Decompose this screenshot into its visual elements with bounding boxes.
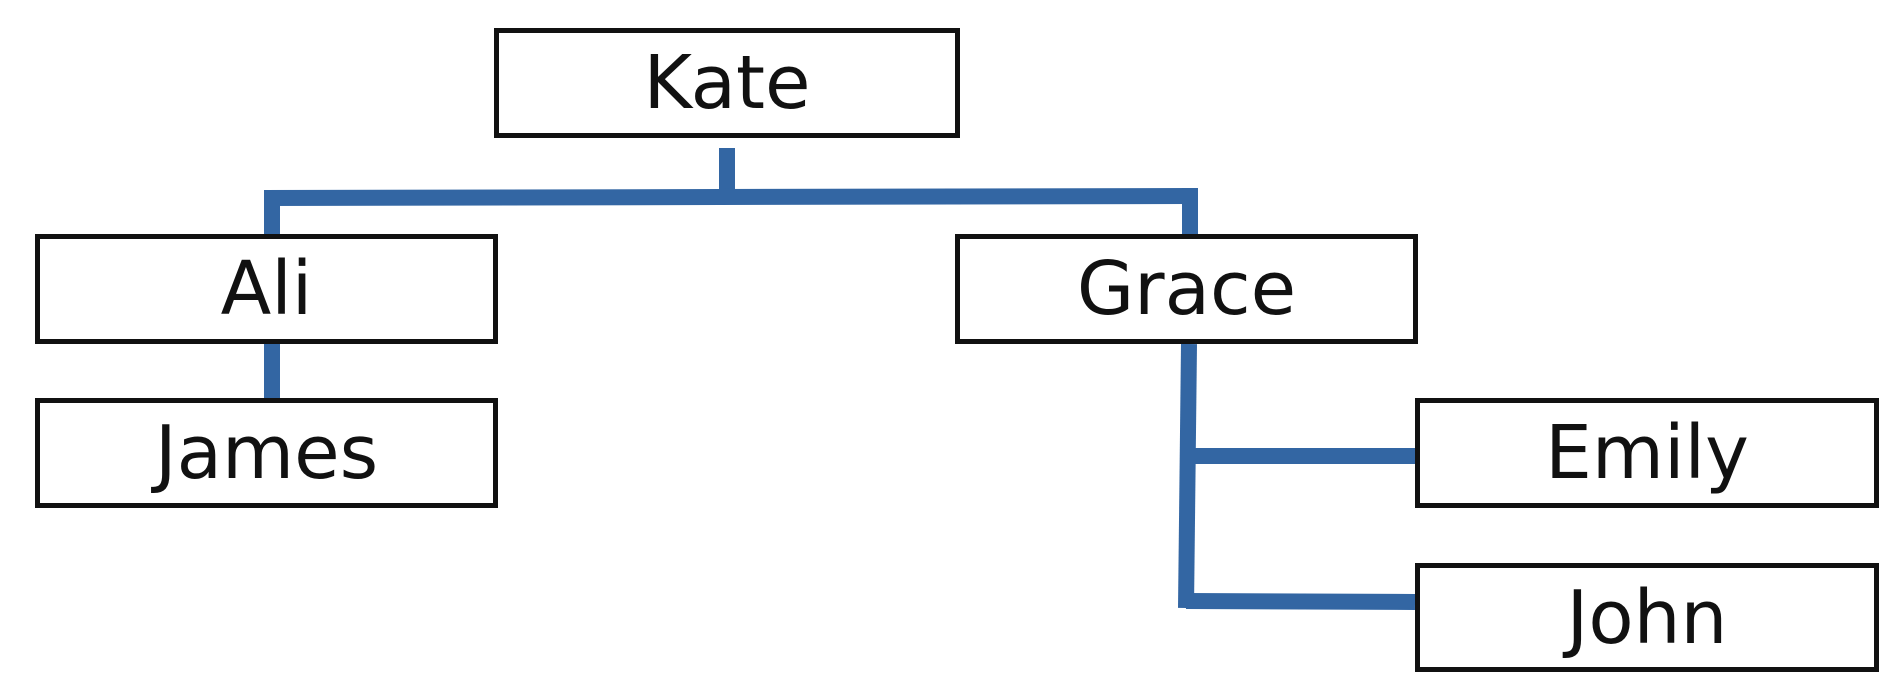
node-emily: Emily: [1415, 398, 1879, 508]
node-label-james: James: [154, 410, 379, 496]
node-john: John: [1415, 563, 1879, 672]
node-label-ali: Ali: [220, 246, 313, 332]
node-grace: Grace: [955, 234, 1418, 344]
node-kate: Kate: [494, 28, 960, 138]
node-label-grace: Grace: [1076, 246, 1297, 332]
connector-to-john: [1185, 593, 1416, 610]
node-ali: Ali: [35, 234, 498, 344]
connector-kate-bus: [264, 188, 1191, 206]
node-label-emily: Emily: [1545, 410, 1749, 496]
node-james: James: [35, 398, 498, 508]
connector-grace-trunk: [1178, 343, 1197, 609]
node-label-kate: Kate: [643, 40, 811, 126]
node-label-john: John: [1566, 574, 1728, 661]
